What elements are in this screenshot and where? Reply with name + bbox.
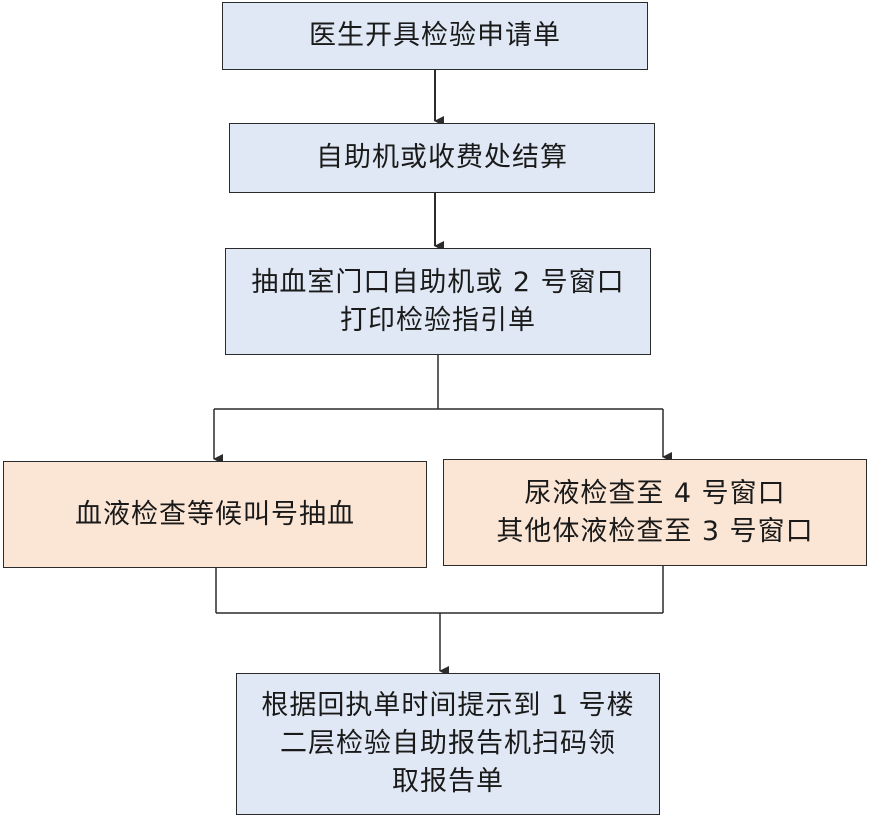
step-text: 根据回执单时间提示到 1 号楼 xyxy=(261,690,635,721)
step-text: 打印检验指引单 xyxy=(340,304,536,336)
step-text: 血液检查等候叫号抽血 xyxy=(75,498,355,530)
step-text: 自助机或收费处结算 xyxy=(316,142,568,173)
step-text: 取报告单 xyxy=(392,766,504,797)
step-blood-test: 血液检查等候叫号抽血 xyxy=(3,461,427,568)
step-collect-report: 根据回执单时间提示到 1 号楼 二层检验自助报告机扫码领 取报告单 xyxy=(236,673,660,815)
step-doctor-issues-request: 医生开具检验申请单 xyxy=(222,2,648,70)
step-print-guide: 抽血室门口自助机或 2 号窗口 打印检验指引单 xyxy=(225,248,651,355)
step-urine-fluid-test: 尿液检查至 4 号窗口 其他体液检查至 3 号窗口 xyxy=(443,459,867,566)
step-payment: 自助机或收费处结算 xyxy=(229,123,655,193)
step-text: 医生开具检验申请单 xyxy=(309,20,561,51)
step-text: 二层检验自助报告机扫码领 xyxy=(280,728,616,759)
step-text: 其他体液检查至 3 号窗口 xyxy=(496,515,814,547)
step-text: 尿液检查至 4 号窗口 xyxy=(524,477,786,509)
step-text: 抽血室门口自助机或 2 号窗口 xyxy=(251,266,625,298)
